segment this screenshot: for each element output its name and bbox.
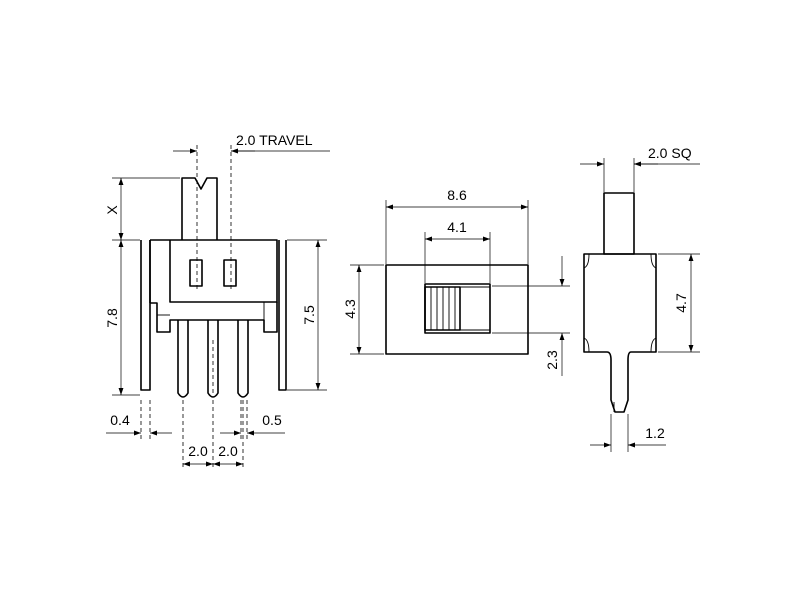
side-view: 2.0 SQ 4.7 1.2 xyxy=(580,145,700,452)
side-actuator xyxy=(603,192,635,255)
top-body xyxy=(385,264,529,355)
front-pin-1 xyxy=(177,320,189,398)
pin-thick-label: 0.4 xyxy=(110,412,130,428)
side-pin-width-label: 1.2 xyxy=(645,425,665,441)
body-height-label: 4.3 xyxy=(342,299,358,319)
side-body xyxy=(583,253,657,413)
front-body xyxy=(150,239,278,303)
front-pin-2 xyxy=(207,320,219,398)
actuator-sq-label: 2.0 SQ xyxy=(648,145,692,161)
side-height-label: 4.7 xyxy=(673,293,689,313)
body-length-label: 8.6 xyxy=(447,187,467,203)
pin-pitch-2-label: 2.0 xyxy=(218,443,238,459)
offset-label: 2.3 xyxy=(544,350,560,370)
travel-label: 2.0 TRAVEL xyxy=(236,132,313,148)
slot-length-label: 4.1 xyxy=(447,219,467,235)
top-slot xyxy=(424,283,491,334)
front-view: 2.0 TRAVEL X 7.8 7.5 0.4 0.5 2.0 2.0 xyxy=(104,132,330,468)
front-leg-right xyxy=(278,240,287,391)
top-view: 8.6 4.1 4.3 2.3 xyxy=(342,187,570,376)
front-pin-3 xyxy=(237,320,249,398)
front-leg-left xyxy=(140,240,151,391)
height-right-label: 7.5 xyxy=(301,305,317,325)
leg-width-label: 0.5 xyxy=(262,412,282,428)
height-left-label: 7.8 xyxy=(104,308,120,328)
x-label: X xyxy=(104,205,120,215)
pin-pitch-1-label: 2.0 xyxy=(188,443,208,459)
front-actuator xyxy=(181,177,218,240)
top-knob xyxy=(424,286,461,331)
front-window-left xyxy=(189,259,203,287)
front-window-right xyxy=(223,259,237,287)
front-shelf xyxy=(150,302,278,333)
